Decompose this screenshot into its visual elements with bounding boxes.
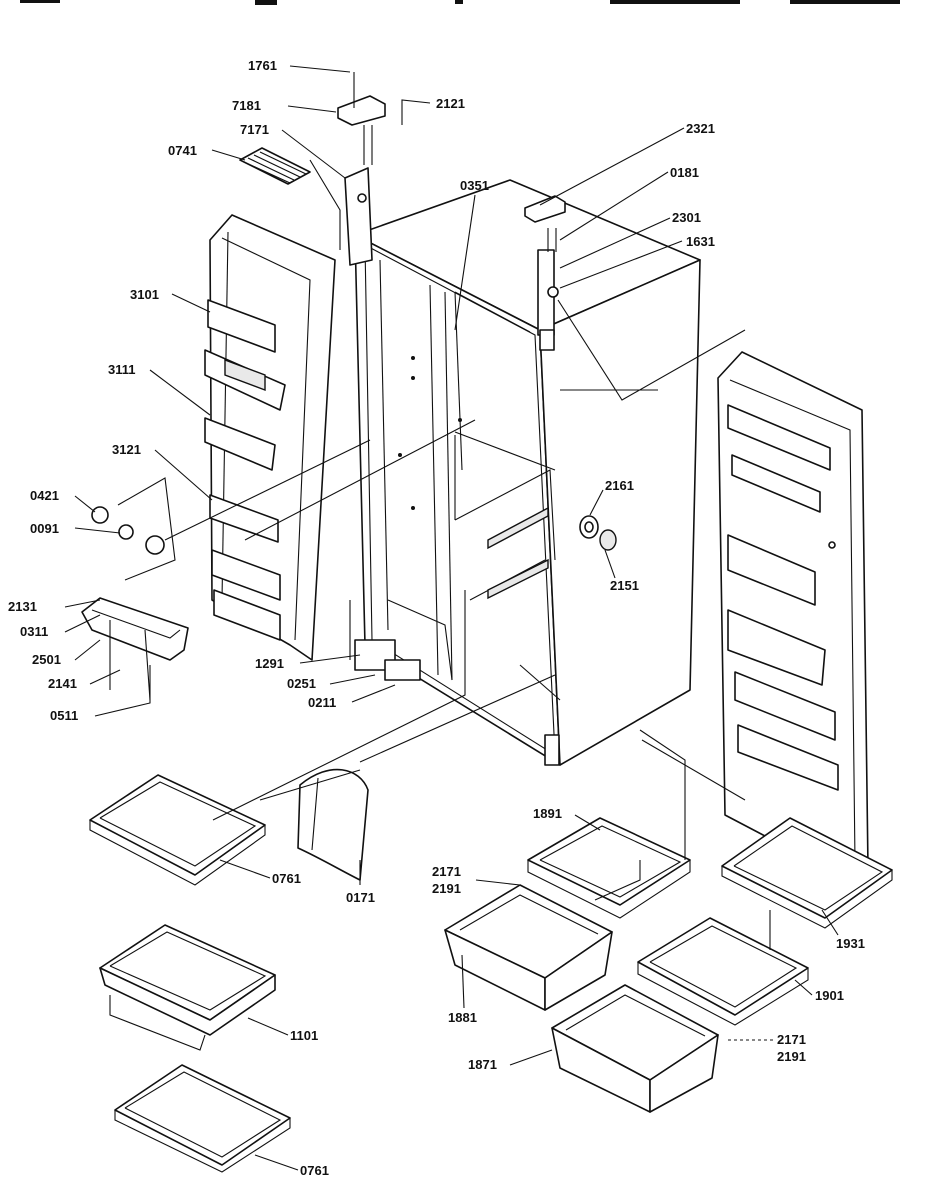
callout-0311: 0311	[20, 624, 48, 639]
callout-1871: 1871	[468, 1057, 497, 1072]
callout-0181: 0181	[670, 165, 699, 180]
callout-labels: 1761 7181 2121 7171 0741 2321 0351 0181 …	[8, 58, 865, 1178]
callout-2121: 2121	[436, 96, 465, 111]
crisper-pan-1881	[444, 884, 613, 1011]
callout-0091: 0091	[30, 521, 59, 536]
crisper-frame-1901	[637, 917, 809, 1026]
callout-2131: 2131	[8, 599, 37, 614]
callout-0251: 0251	[287, 676, 316, 691]
callout-2151: 2151	[610, 578, 639, 593]
callout-1291: 1291	[255, 656, 284, 671]
callout-0421: 0421	[30, 488, 59, 503]
ice-dispenser-parts	[81, 477, 189, 701]
callout-2171-upper: 2171	[432, 864, 461, 879]
callout-1101: 1101	[290, 1028, 318, 1043]
callout-3111: 3111	[108, 362, 136, 377]
callout-2171-lower: 2171	[777, 1032, 806, 1047]
callout-0171: 0171	[346, 890, 375, 905]
crisper-cover-0171	[297, 768, 369, 881]
callout-1931: 1931	[836, 936, 865, 951]
callout-0741: 0741	[168, 143, 197, 158]
freezer-door	[204, 214, 336, 661]
callout-0761-bottom: 0761	[300, 1163, 329, 1178]
right-top-hinge	[524, 195, 566, 252]
callout-2161: 2161	[605, 478, 634, 493]
callout-2141: 2141	[48, 676, 77, 691]
callout-0761-top: 0761	[272, 871, 301, 886]
callout-3101: 3101	[130, 287, 159, 302]
shelf-1931	[721, 817, 893, 929]
crisper-pan-1871	[551, 984, 719, 1113]
fresh-food-door	[717, 351, 869, 879]
callout-2191-lower: 2191	[777, 1049, 806, 1064]
callout-0511: 0511	[50, 708, 78, 723]
callout-1761: 1761	[248, 58, 277, 73]
callout-1901: 1901	[815, 988, 844, 1003]
callout-0211: 0211	[308, 695, 336, 710]
callout-0351: 0351	[460, 178, 489, 193]
callout-7181: 7181	[232, 98, 261, 113]
callout-2301: 2301	[672, 210, 701, 225]
shelf-0761-bottom	[114, 1064, 291, 1173]
callout-2501: 2501	[32, 652, 61, 667]
callout-1631: 1631	[686, 234, 715, 249]
callout-1891: 1891	[533, 806, 562, 821]
vent-grille	[239, 147, 311, 185]
left-top-hinge	[239, 72, 386, 266]
assembly-lines	[164, 159, 771, 950]
shelf-1101	[99, 924, 276, 1051]
crisper-frame-1891	[527, 817, 691, 919]
callout-leaders	[64, 65, 839, 1171]
refrigerator-cabinet	[354, 179, 701, 766]
callout-2191-upper: 2191	[432, 881, 461, 896]
shelf-0761-top	[89, 774, 266, 886]
callout-3121: 3121	[112, 442, 141, 457]
callout-2321: 2321	[686, 121, 715, 136]
scan-edge-artifacts	[20, 0, 900, 5]
hinge-washers	[579, 515, 617, 551]
callout-1881: 1881	[448, 1010, 477, 1025]
callout-7171: 7171	[240, 122, 269, 137]
